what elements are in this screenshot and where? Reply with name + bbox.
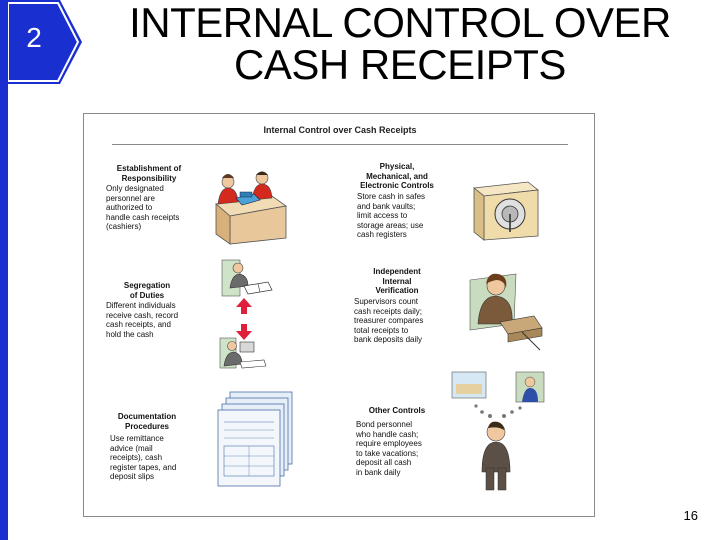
page-number: 16 <box>683 508 698 523</box>
other-controls-text: Bond personnel who handle cash; require … <box>356 420 422 477</box>
figure-divider <box>112 144 568 145</box>
documents-stack-illustration <box>217 391 293 487</box>
clerk-ledger-illustration <box>221 259 273 297</box>
segregation-heading: Segregation of Duties <box>123 281 171 300</box>
clerk-computer-illustration <box>219 337 267 369</box>
left-accent-bar <box>0 0 8 540</box>
cashiers-illustration <box>215 171 288 245</box>
documentation-heading: Documentation Procedures <box>117 412 177 431</box>
responsibility-text: Only designated personnel are authorized… <box>106 184 180 231</box>
documentation-text: Use remittance advice (mail receipts), c… <box>110 434 177 481</box>
safe-vault-illustration <box>472 181 540 241</box>
physical-controls-heading: Physical, Mechanical, and Electronic Con… <box>360 162 434 190</box>
slide-title: INTERNAL CONTROL OVER CASH RECEIPTS <box>110 2 690 86</box>
figure-title: Internal Control over Cash Receipts <box>263 125 417 135</box>
supervisor-illustration <box>469 273 543 351</box>
title-line-1: INTERNAL CONTROL OVER <box>129 0 671 46</box>
other-controls-heading: Other Controls <box>368 406 426 415</box>
study-objective-number: 2 <box>26 22 42 53</box>
segregation-arrows <box>236 298 252 340</box>
other-controls-illustration <box>451 371 545 491</box>
study-objective-arrow <box>8 0 82 84</box>
segregation-text: Different individuals receive cash, reco… <box>106 301 179 339</box>
internal-control-figure: Internal Control over Cash Receipts Esta… <box>83 113 595 517</box>
verification-heading: Independent Internal Verification <box>373 267 421 295</box>
physical-controls-text: Store cash in safes and bank vaults; lim… <box>357 192 426 239</box>
verification-text: Supervisors count cash receipts daily; t… <box>354 297 424 344</box>
title-line-2: CASH RECEIPTS <box>234 41 566 88</box>
responsibility-heading: Establishment of Responsibility <box>116 164 182 183</box>
